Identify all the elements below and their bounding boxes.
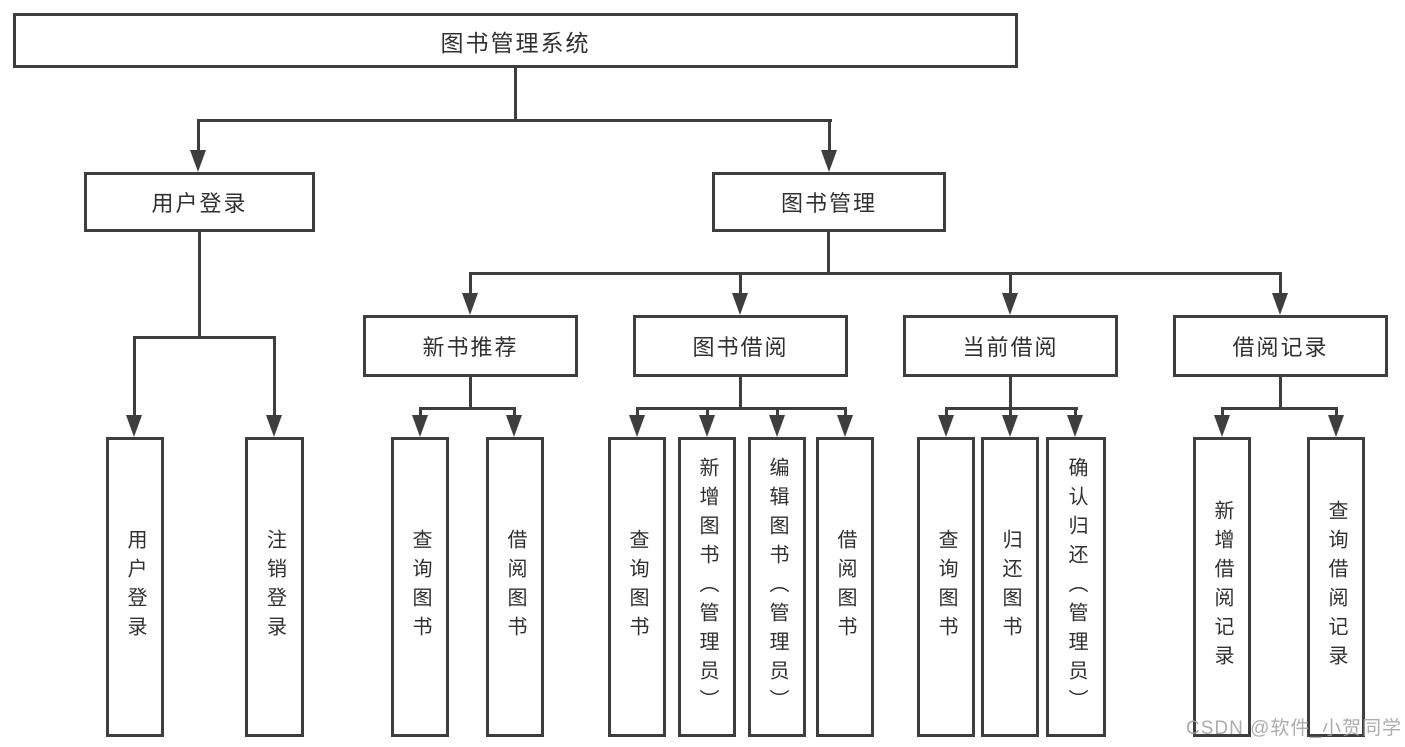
leaf-confirm-return-admin: 确认归还（管理员） xyxy=(1046,437,1106,737)
node-book-borrow-label: 图书借阅 xyxy=(692,335,789,360)
arrow-down-icon xyxy=(821,150,837,172)
node-current-borrow: 当前借阅 xyxy=(903,315,1118,377)
arrow-down-icon xyxy=(938,415,954,437)
connector-root-trunk xyxy=(514,68,517,119)
arrow-down-icon xyxy=(1328,415,1344,437)
node-borrow-records-label: 借阅记录 xyxy=(1232,335,1329,360)
leaf-borrow-books-label: 借阅图书 xyxy=(834,529,856,645)
arrow-down-icon xyxy=(412,415,428,437)
connector-drop xyxy=(1335,407,1338,415)
leaf-confirm-return-admin-label: 确认归还（管理员） xyxy=(1065,456,1087,718)
leaf-borrow-books-recommend: 借阅图书 xyxy=(486,437,544,737)
connector-drop-new-book xyxy=(469,272,472,293)
connector-drop xyxy=(419,407,422,415)
arrow-down-icon xyxy=(1214,415,1230,437)
connector-drop-book-management xyxy=(828,119,831,152)
connector-book-borrow-hline xyxy=(636,407,847,410)
node-library-system-label: 图书管理系统 xyxy=(440,29,591,56)
connector-drop xyxy=(706,407,709,415)
leaf-user-login: 用户登录 xyxy=(106,437,164,737)
leaf-return-book: 归还图书 xyxy=(981,437,1039,737)
connector-drop xyxy=(844,407,847,415)
arrow-down-icon xyxy=(266,415,282,437)
arrow-down-icon xyxy=(190,150,206,172)
connector-drop-current-borrow xyxy=(1009,272,1012,293)
connector-borrow-records-hline xyxy=(1221,407,1338,410)
connector-level2-hline xyxy=(469,272,1282,275)
leaf-logout: 注销登录 xyxy=(245,437,304,737)
leaf-return-book-label: 归还图书 xyxy=(999,529,1021,645)
connector-drop-borrow-records xyxy=(1279,272,1282,293)
connector-level1-hline xyxy=(197,119,832,122)
connector-new-book-hline xyxy=(419,407,516,410)
leaf-query-books-current: 查询图书 xyxy=(917,437,975,737)
connector-book-management-trunk xyxy=(827,232,830,272)
leaf-borrow-books-recommend-label: 借阅图书 xyxy=(504,529,526,645)
arrow-down-icon xyxy=(126,415,142,437)
leaf-add-book-admin: 新增图书（管理员） xyxy=(678,437,736,737)
node-book-management-label: 图书管理 xyxy=(780,191,877,216)
leaf-add-book-admin-label: 新增图书（管理员） xyxy=(696,456,718,718)
connector-drop xyxy=(1074,407,1077,415)
leaf-edit-book-admin: 编辑图书（管理员） xyxy=(748,437,806,737)
node-user-login: 用户登录 xyxy=(84,172,315,232)
connector-current-borrow-trunk xyxy=(1009,377,1012,407)
leaf-query-borrow-record-label: 查询借阅记录 xyxy=(1325,500,1347,674)
arrow-down-icon xyxy=(732,293,748,315)
leaf-user-login-label: 用户登录 xyxy=(124,529,146,645)
connector-drop xyxy=(1221,407,1224,415)
node-new-book-recommend-label: 新书推荐 xyxy=(422,335,519,360)
leaf-query-borrow-record: 查询借阅记录 xyxy=(1307,437,1365,737)
leaf-query-books-recommend-label: 查询图书 xyxy=(409,529,431,645)
node-library-system: 图书管理系统 xyxy=(13,13,1018,68)
connector-drop xyxy=(513,407,516,415)
connector-drop xyxy=(636,407,639,415)
leaf-query-books-current-label: 查询图书 xyxy=(935,529,957,645)
arrow-down-icon xyxy=(699,415,715,437)
node-new-book-recommend: 新书推荐 xyxy=(363,315,578,377)
arrow-down-icon xyxy=(1067,415,1083,437)
csdn-watermark: CSDN @软件_小贺同学 xyxy=(1186,718,1402,739)
arrow-down-icon xyxy=(769,415,785,437)
connector-drop xyxy=(1009,407,1012,415)
connector-user-login-trunk xyxy=(198,232,201,336)
node-book-borrow: 图书借阅 xyxy=(633,315,848,377)
connector-drop-leaf-logout xyxy=(273,336,276,415)
leaf-query-books-recommend: 查询图书 xyxy=(391,437,449,737)
arrow-down-icon xyxy=(1002,293,1018,315)
arrow-down-icon xyxy=(837,415,853,437)
connector-user-login-hline xyxy=(133,336,276,339)
node-borrow-records: 借阅记录 xyxy=(1173,315,1388,377)
node-book-management: 图书管理 xyxy=(712,172,946,232)
leaf-query-books-borrow-label: 查询图书 xyxy=(626,529,648,645)
arrow-down-icon xyxy=(1002,415,1018,437)
connector-drop xyxy=(776,407,779,415)
connector-drop xyxy=(945,407,948,415)
arrow-down-icon xyxy=(506,415,522,437)
arrow-down-icon xyxy=(462,293,478,315)
leaf-logout-label: 注销登录 xyxy=(263,529,286,645)
leaf-add-borrow-record-label: 新增借阅记录 xyxy=(1211,500,1233,674)
connector-drop-book-borrow xyxy=(739,272,742,293)
node-user-login-label: 用户登录 xyxy=(151,191,248,216)
leaf-add-borrow-record: 新增借阅记录 xyxy=(1193,437,1251,737)
leaf-query-books-borrow: 查询图书 xyxy=(608,437,666,737)
leaf-edit-book-admin-label: 编辑图书（管理员） xyxy=(766,456,788,718)
node-current-borrow-label: 当前借阅 xyxy=(962,335,1059,360)
arrow-down-icon xyxy=(1272,293,1288,315)
connector-drop-leaf-user-login xyxy=(133,336,136,415)
connector-drop-user-login xyxy=(197,119,200,152)
leaf-borrow-books: 借阅图书 xyxy=(816,437,874,737)
connector-book-borrow-trunk xyxy=(739,377,742,407)
connector-borrow-records-trunk xyxy=(1279,377,1282,407)
arrow-down-icon xyxy=(629,415,645,437)
connector-new-book-trunk xyxy=(469,377,472,407)
